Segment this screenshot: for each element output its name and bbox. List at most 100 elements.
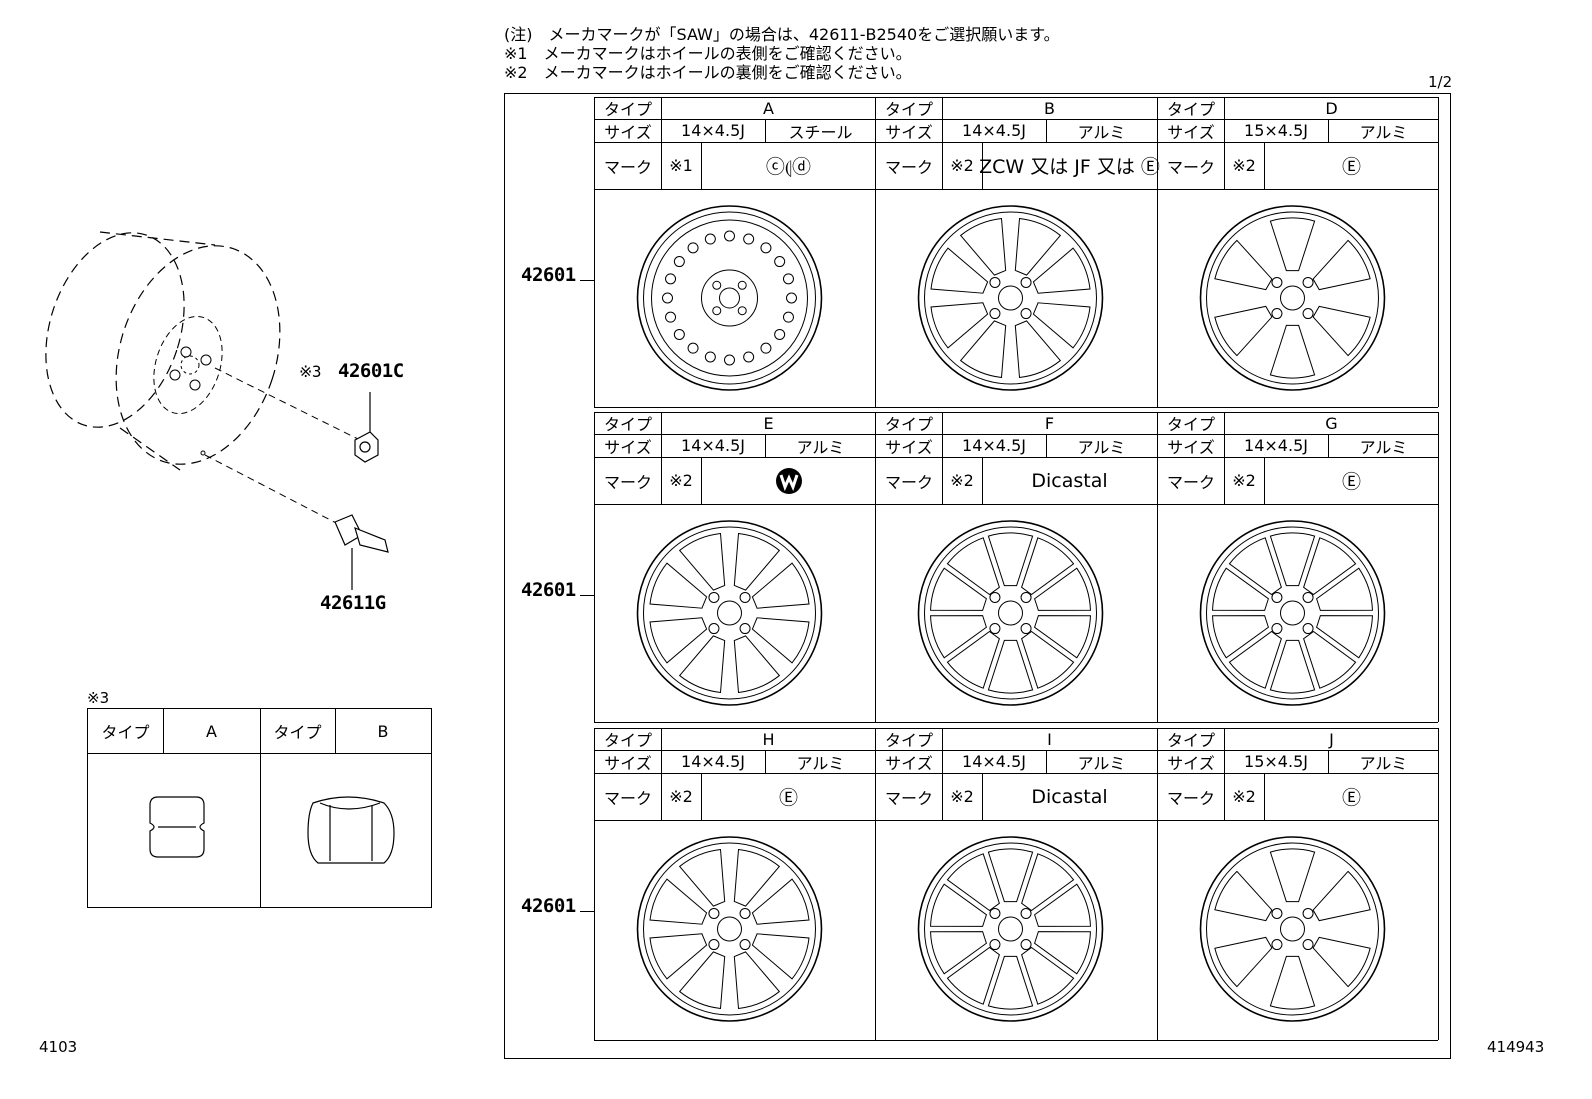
wheel-material: スチール (788, 122, 853, 142)
grid-line (876, 750, 1157, 751)
grid-line (1158, 750, 1439, 751)
mark-note: ※2 (669, 787, 693, 806)
wheel-mark: Ⓔ (778, 787, 798, 809)
type-label: タイプ (1166, 731, 1215, 750)
mark-label: マーク (603, 157, 652, 177)
size-label: サイズ (885, 753, 933, 773)
type-label: タイプ (884, 100, 933, 119)
grid-line (765, 119, 766, 142)
nut-table: タイプ A タイプ B (87, 708, 432, 908)
wheel-mark: Dicastal (1031, 785, 1108, 808)
mark-label: マーク (884, 157, 933, 177)
grid-line (594, 412, 1438, 413)
grid-line (875, 97, 876, 407)
grid-line (595, 434, 876, 435)
grid-line (765, 750, 766, 773)
mark-label: マーク (1166, 472, 1215, 492)
lug-nut-icon (355, 392, 378, 462)
exploded-wheel-diagram (0, 0, 500, 700)
grid-line (1157, 728, 1158, 1040)
valve-part-number[interactable]: 42611G (320, 592, 386, 614)
size-label: サイズ (604, 753, 652, 773)
wheel-mark: ZCW 又は JF 又は Ⓔ (979, 156, 1160, 178)
grid-line (594, 97, 595, 407)
nut-a-icon (150, 797, 204, 857)
wheel-type: J (1329, 729, 1334, 749)
size-label: サイズ (604, 437, 652, 457)
mark-note: ※2 (950, 471, 974, 490)
grid-line (595, 119, 876, 120)
nut-type-a: A (206, 721, 217, 741)
mark-note: ※2 (1232, 787, 1256, 806)
grid-line (595, 142, 876, 143)
nut-profiles (88, 753, 431, 907)
wheel-type: B (1044, 98, 1055, 118)
mark-note: ※2 (1232, 156, 1256, 175)
nut-type-label-b: タイプ (273, 723, 322, 742)
grid-line (595, 750, 876, 751)
grid-line (1438, 728, 1439, 1040)
grid-line (1264, 142, 1265, 189)
mark-note: ※2 (950, 787, 974, 806)
wheel-mark: Dicastal (1031, 469, 1108, 492)
wheel-drawing-A[interactable] (595, 190, 876, 406)
nut-b-icon (308, 797, 394, 863)
grid-line (942, 728, 943, 820)
grid-line (982, 142, 983, 189)
mark-note: ※2 (950, 156, 974, 175)
wheel-material: アルミ (1077, 122, 1126, 142)
type-label: タイプ (603, 415, 652, 434)
nut-table-title: ※3 (87, 689, 110, 707)
nut-type-b: B (377, 721, 389, 741)
grid-line (595, 504, 876, 505)
grid-line (875, 728, 876, 1040)
size-label: サイズ (604, 122, 652, 142)
grid-line (876, 820, 1157, 821)
grid-line (876, 457, 1157, 458)
grid-line (982, 457, 983, 504)
nut-part-number[interactable]: 42601C (338, 360, 404, 382)
grid-line (661, 728, 662, 820)
note-line-1: (注) メーカマークが「SAW」の場合は、42611-B2540をご選択願います… (504, 25, 1060, 44)
leader-line (580, 911, 594, 912)
mark-note: ※2 (669, 471, 693, 490)
wheel-drawing-G[interactable] (1158, 505, 1439, 721)
grid-line (701, 457, 702, 504)
mark-label: マーク (1166, 157, 1215, 177)
wheel-drawing-F[interactable] (876, 505, 1157, 721)
wheel-mark: Ⓔ (1341, 156, 1361, 178)
wheel-drawing-I[interactable] (876, 821, 1157, 1037)
row-part-number[interactable]: 42601 (521, 579, 576, 601)
wheel-material: アルミ (1077, 437, 1126, 457)
grid-line (1046, 434, 1047, 457)
grid-line (1158, 119, 1439, 120)
size-label: サイズ (885, 437, 933, 457)
wheel-drawing-B[interactable] (876, 190, 1157, 406)
footer-right-code: 414943 (1487, 1038, 1545, 1056)
grid-line (942, 97, 943, 189)
row-part-number[interactable]: 42601 (521, 895, 576, 917)
grid-line (1438, 412, 1439, 722)
wheel-size: 14×4.5J (1244, 436, 1308, 455)
row-part-number[interactable]: 42601 (521, 264, 576, 286)
wheel-mark (701, 457, 876, 504)
wheel-mark: Ⓔ (1341, 787, 1361, 809)
grid-line (876, 142, 1157, 143)
wheel-material: アルミ (1359, 753, 1408, 773)
wheel-drawing-D[interactable] (1158, 190, 1439, 406)
wheel-size: 14×4.5J (681, 752, 745, 771)
wheel-mark: Ⓔ (1341, 471, 1361, 493)
wheel-type: I (1047, 729, 1052, 749)
nut-part-note: ※3 (299, 362, 322, 381)
wheel-drawing-E[interactable] (595, 505, 876, 721)
type-label: タイプ (603, 100, 652, 119)
grid-line (1264, 457, 1265, 504)
wheel-size: 14×4.5J (962, 436, 1026, 455)
grid-line (594, 1040, 1438, 1041)
wheel-drawing-J[interactable] (1158, 821, 1439, 1037)
wheel-table-frame (504, 93, 1451, 1059)
wheel-size: 14×4.5J (681, 121, 745, 140)
wheel-size: 14×4.5J (962, 752, 1026, 771)
wheel-drawing-H[interactable] (595, 821, 876, 1037)
grid-line (701, 142, 702, 189)
